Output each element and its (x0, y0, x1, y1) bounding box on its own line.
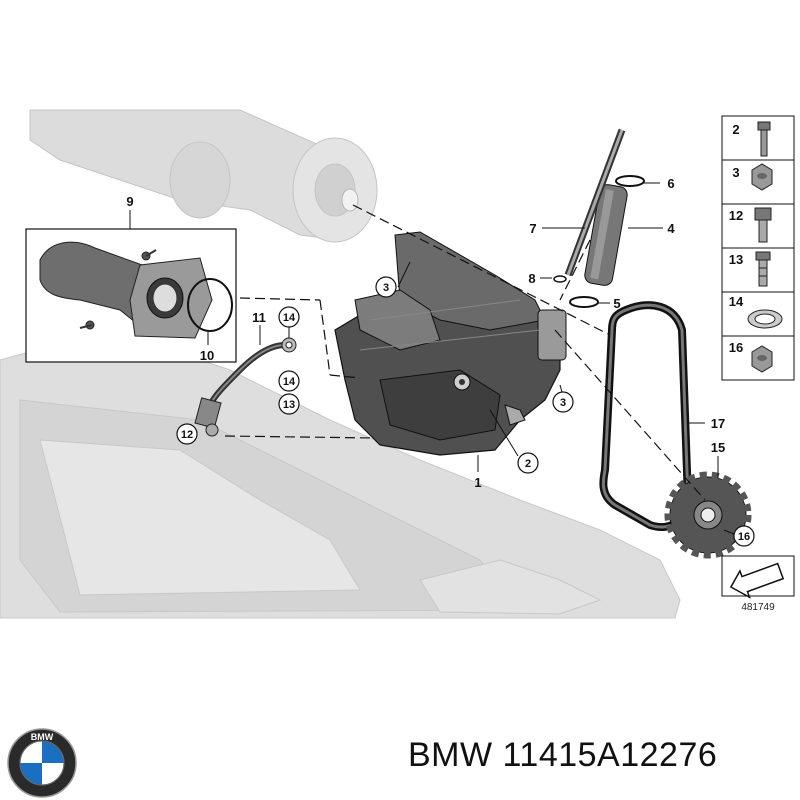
circled-callouts: 2 3 3 12 13 14 14 16 (176, 276, 755, 547)
logo-letters: BMW (31, 732, 54, 742)
callout-6: 6 (667, 176, 674, 191)
leader-lines (129, 182, 735, 535)
hollow-bolt-icon (754, 207, 772, 243)
part-title: BMW 11415A12276 (408, 736, 718, 774)
svg-text:16: 16 (738, 531, 750, 543)
banjo-bolt-icon (755, 251, 771, 287)
crankshaft-ghost (29, 109, 378, 243)
hex-nut-icon (751, 163, 773, 191)
legend-row-flange-nut: 16 (729, 340, 773, 373)
plain-callouts: 1 4 5 6 7 8 9 10 11 15 17 (126, 176, 725, 490)
flange-nut-icon (751, 345, 773, 373)
svg-text:3: 3 (560, 397, 566, 409)
drive-chain (599, 301, 693, 531)
circled-callout-3-upper: 3 (375, 276, 397, 298)
svg-text:12: 12 (181, 429, 193, 441)
svg-text:14: 14 (283, 312, 296, 324)
callout-8: 8 (528, 271, 535, 286)
circled-callout-2: 2 (517, 452, 539, 474)
legend-row-banjo-bolt: 13 (729, 251, 771, 287)
callout-15: 15 (711, 440, 725, 455)
guide-rod (564, 128, 626, 277)
o-ring-5 (569, 296, 599, 308)
svg-text:13: 13 (283, 399, 295, 411)
legend-row-nut: 3 (732, 163, 773, 191)
callout-5: 5 (613, 296, 620, 311)
callout-1: 1 (474, 475, 481, 490)
svg-text:3: 3 (732, 165, 739, 180)
callout-7: 7 (529, 221, 536, 236)
circled-callout-3-lower: 3 (552, 391, 574, 413)
oil-pump-body (334, 231, 567, 456)
parts-legend: 2 3 12 13 (721, 115, 795, 381)
bolt-icon (757, 121, 771, 157)
oil-pickup-pipe (39, 241, 233, 339)
sprocket (664, 471, 752, 559)
svg-text:16: 16 (729, 340, 743, 355)
svg-text:13: 13 (729, 252, 743, 267)
legend-row-washer: 14 (729, 294, 783, 329)
bmw-logo: BMW (7, 728, 77, 798)
callout-17: 17 (711, 416, 725, 431)
o-ring-6 (615, 175, 645, 187)
o-ring-8 (553, 275, 567, 283)
circled-callout-14-lower: 14 (278, 370, 300, 392)
o-ring-10 (187, 278, 233, 332)
arrow-icon (729, 562, 785, 599)
svg-text:12: 12 (729, 208, 743, 223)
reference-number: 481749 (741, 602, 775, 613)
circled-callout-14-upper: 14 (278, 306, 300, 328)
callout-4: 4 (667, 221, 675, 236)
circled-callout-16: 16 (733, 525, 755, 547)
legend-row-hollow-bolt: 12 (729, 207, 772, 243)
svg-text:2: 2 (732, 122, 739, 137)
callout-11: 11 (252, 310, 266, 325)
svg-text:3: 3 (383, 282, 389, 294)
oil-pan-ghost (0, 329, 681, 619)
circled-callout-13: 13 (278, 393, 300, 415)
oil-line (194, 337, 297, 437)
washer-icon (747, 309, 783, 329)
circled-callout-12: 12 (176, 423, 198, 445)
callout-9: 9 (126, 194, 133, 209)
pressure-tube (584, 184, 628, 286)
legend-row-bolt: 2 (732, 121, 771, 157)
alignment-lines (224, 204, 706, 501)
reference-box: 481749 (721, 555, 795, 613)
svg-text:2: 2 (525, 458, 531, 470)
callout-10: 10 (200, 348, 214, 363)
svg-text:14: 14 (283, 376, 296, 388)
svg-text:14: 14 (729, 294, 744, 309)
